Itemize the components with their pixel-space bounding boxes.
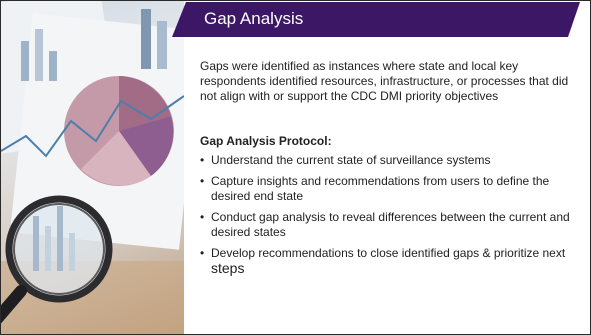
protocol-list: • Understand the current state of survei… (200, 153, 570, 277)
photo-illustration (1, 1, 184, 334)
title-bar-shape (172, 2, 580, 37)
list-item-tail: steps (211, 260, 245, 276)
list-item-text: Understand the current state of surveill… (211, 153, 491, 167)
charts-magnifier-photo (1, 1, 184, 334)
list-item: • Develop recommendations to close ident… (200, 246, 570, 277)
intro-paragraph: Gaps were identified as instances where … (200, 59, 569, 103)
list-item: • Conduct gap analysis to reveal differe… (200, 210, 570, 240)
protocol-heading: Gap Analysis Protocol: (200, 134, 332, 148)
bullet-glyph: • (200, 174, 205, 188)
bar-chart-icon (21, 9, 167, 81)
list-item-text: Capture insights and recommendations fro… (211, 174, 550, 203)
page-title: Gap Analysis (204, 9, 304, 28)
list-item: • Understand the current state of survei… (200, 153, 570, 168)
bullet-glyph: • (200, 210, 205, 224)
magnifying-glass-icon (1, 195, 113, 324)
title-bar: Gap Analysis (172, 2, 580, 37)
list-item-text: Develop recommendations to close identif… (211, 246, 566, 260)
list-item-text: Conduct gap analysis to reveal differenc… (211, 210, 570, 239)
slide-body: Gaps were identified as instances where … (200, 59, 570, 283)
bullet-glyph: • (200, 153, 205, 167)
list-item: • Capture insights and recommendations f… (200, 174, 570, 204)
bullet-glyph: • (200, 246, 205, 260)
pie-chart-icon (64, 76, 174, 186)
